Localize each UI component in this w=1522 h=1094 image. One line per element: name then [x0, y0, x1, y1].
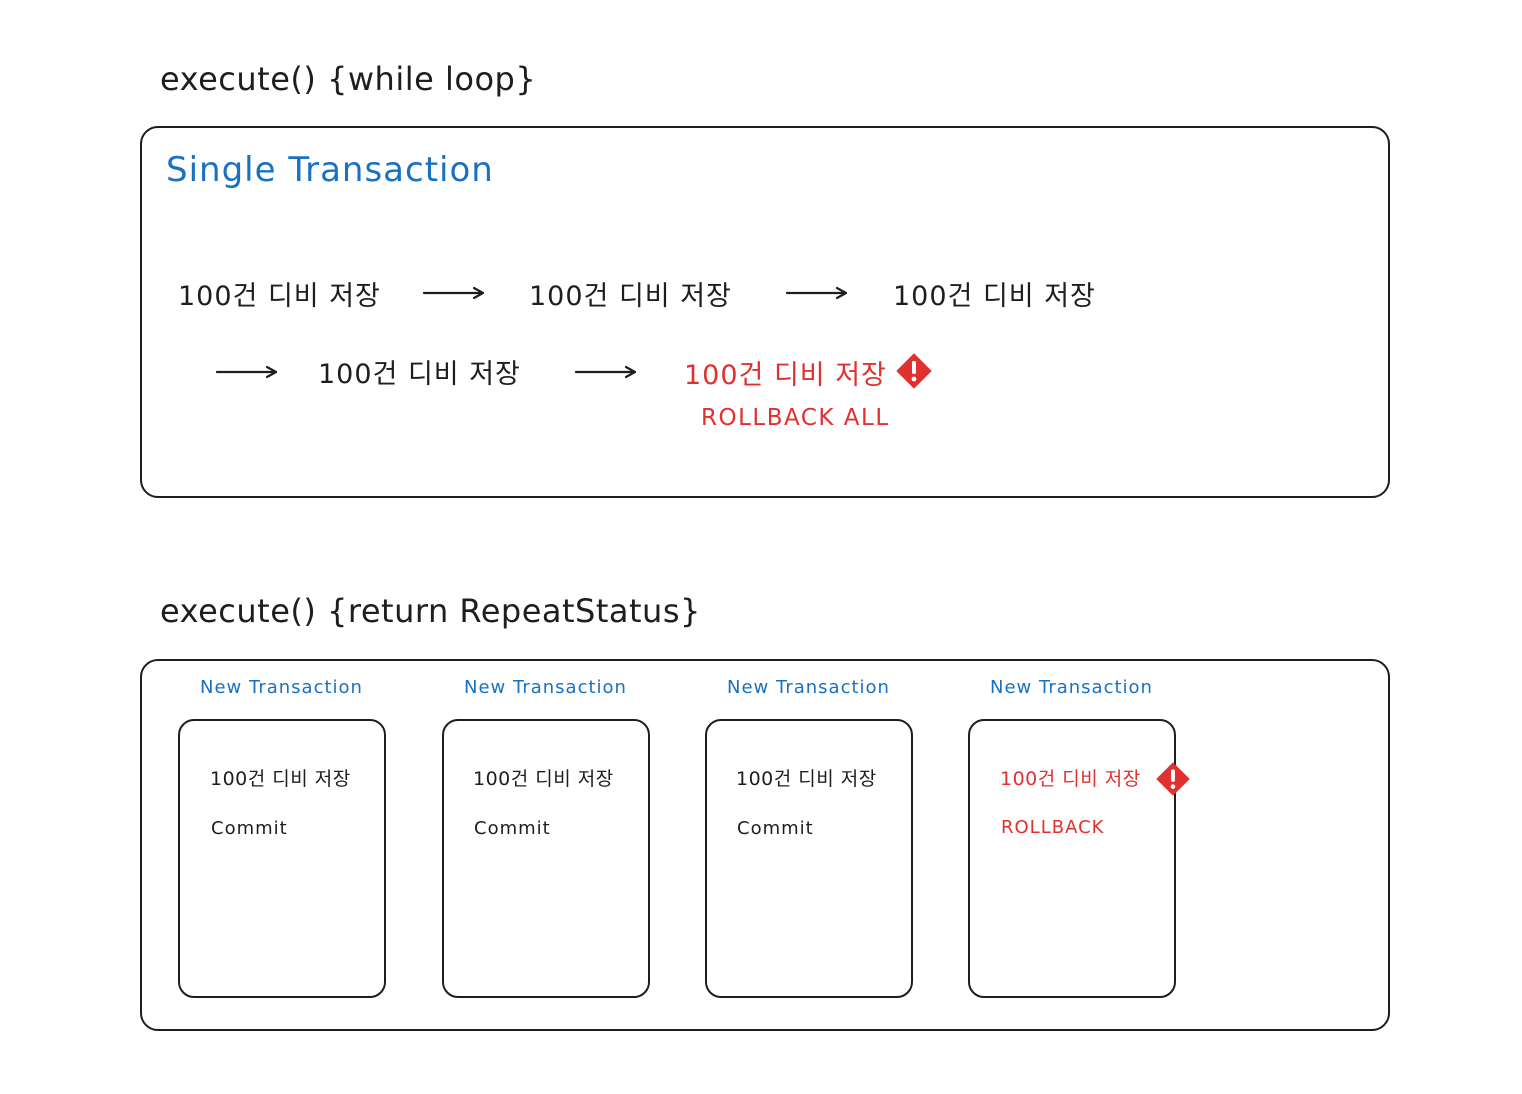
transaction-label: New Transaction	[990, 677, 1153, 698]
step-4: 100건 디비 저장	[318, 359, 521, 390]
step-5-failed: 100건 디비 저장	[684, 360, 887, 391]
transaction-text: 100건 디비 저장	[210, 768, 351, 790]
error-diamond-icon	[1156, 762, 1190, 796]
step-2: 100건 디비 저장	[529, 281, 732, 312]
step-1: 100건 디비 저장	[178, 281, 381, 312]
error-diamond-icon	[896, 353, 932, 389]
transaction-text: 100건 디비 저장	[736, 768, 877, 790]
arrow-right-icon	[575, 365, 637, 379]
transaction-label: New Transaction	[727, 677, 890, 698]
step-3: 100건 디비 저장	[893, 281, 1096, 312]
arrow-right-icon	[216, 365, 278, 379]
transaction-text-failed: 100건 디비 저장	[1000, 768, 1141, 790]
transaction-text: 100건 디비 저장	[473, 768, 614, 790]
transaction-card	[442, 719, 650, 998]
section1-heading: execute() {while loop}	[160, 60, 537, 98]
transaction-card-failed	[968, 719, 1176, 998]
transaction-label: New Transaction	[200, 677, 363, 698]
arrow-right-icon	[786, 286, 848, 300]
rollback-all-note: ROLLBACK ALL	[701, 405, 890, 431]
transaction-status-failed: ROLLBACK	[1001, 817, 1105, 838]
single-transaction-title: Single Transaction	[166, 150, 494, 190]
arrow-right-icon	[423, 286, 485, 300]
transaction-card	[178, 719, 386, 998]
transaction-status: Commit	[737, 818, 814, 839]
transaction-label: New Transaction	[464, 677, 627, 698]
transaction-status: Commit	[474, 818, 551, 839]
transaction-card	[705, 719, 913, 998]
section2-heading: execute() {return RepeatStatus}	[160, 592, 701, 630]
single-transaction-frame	[140, 126, 1390, 498]
repeat-status-frame	[140, 659, 1390, 1031]
transaction-status: Commit	[211, 818, 288, 839]
